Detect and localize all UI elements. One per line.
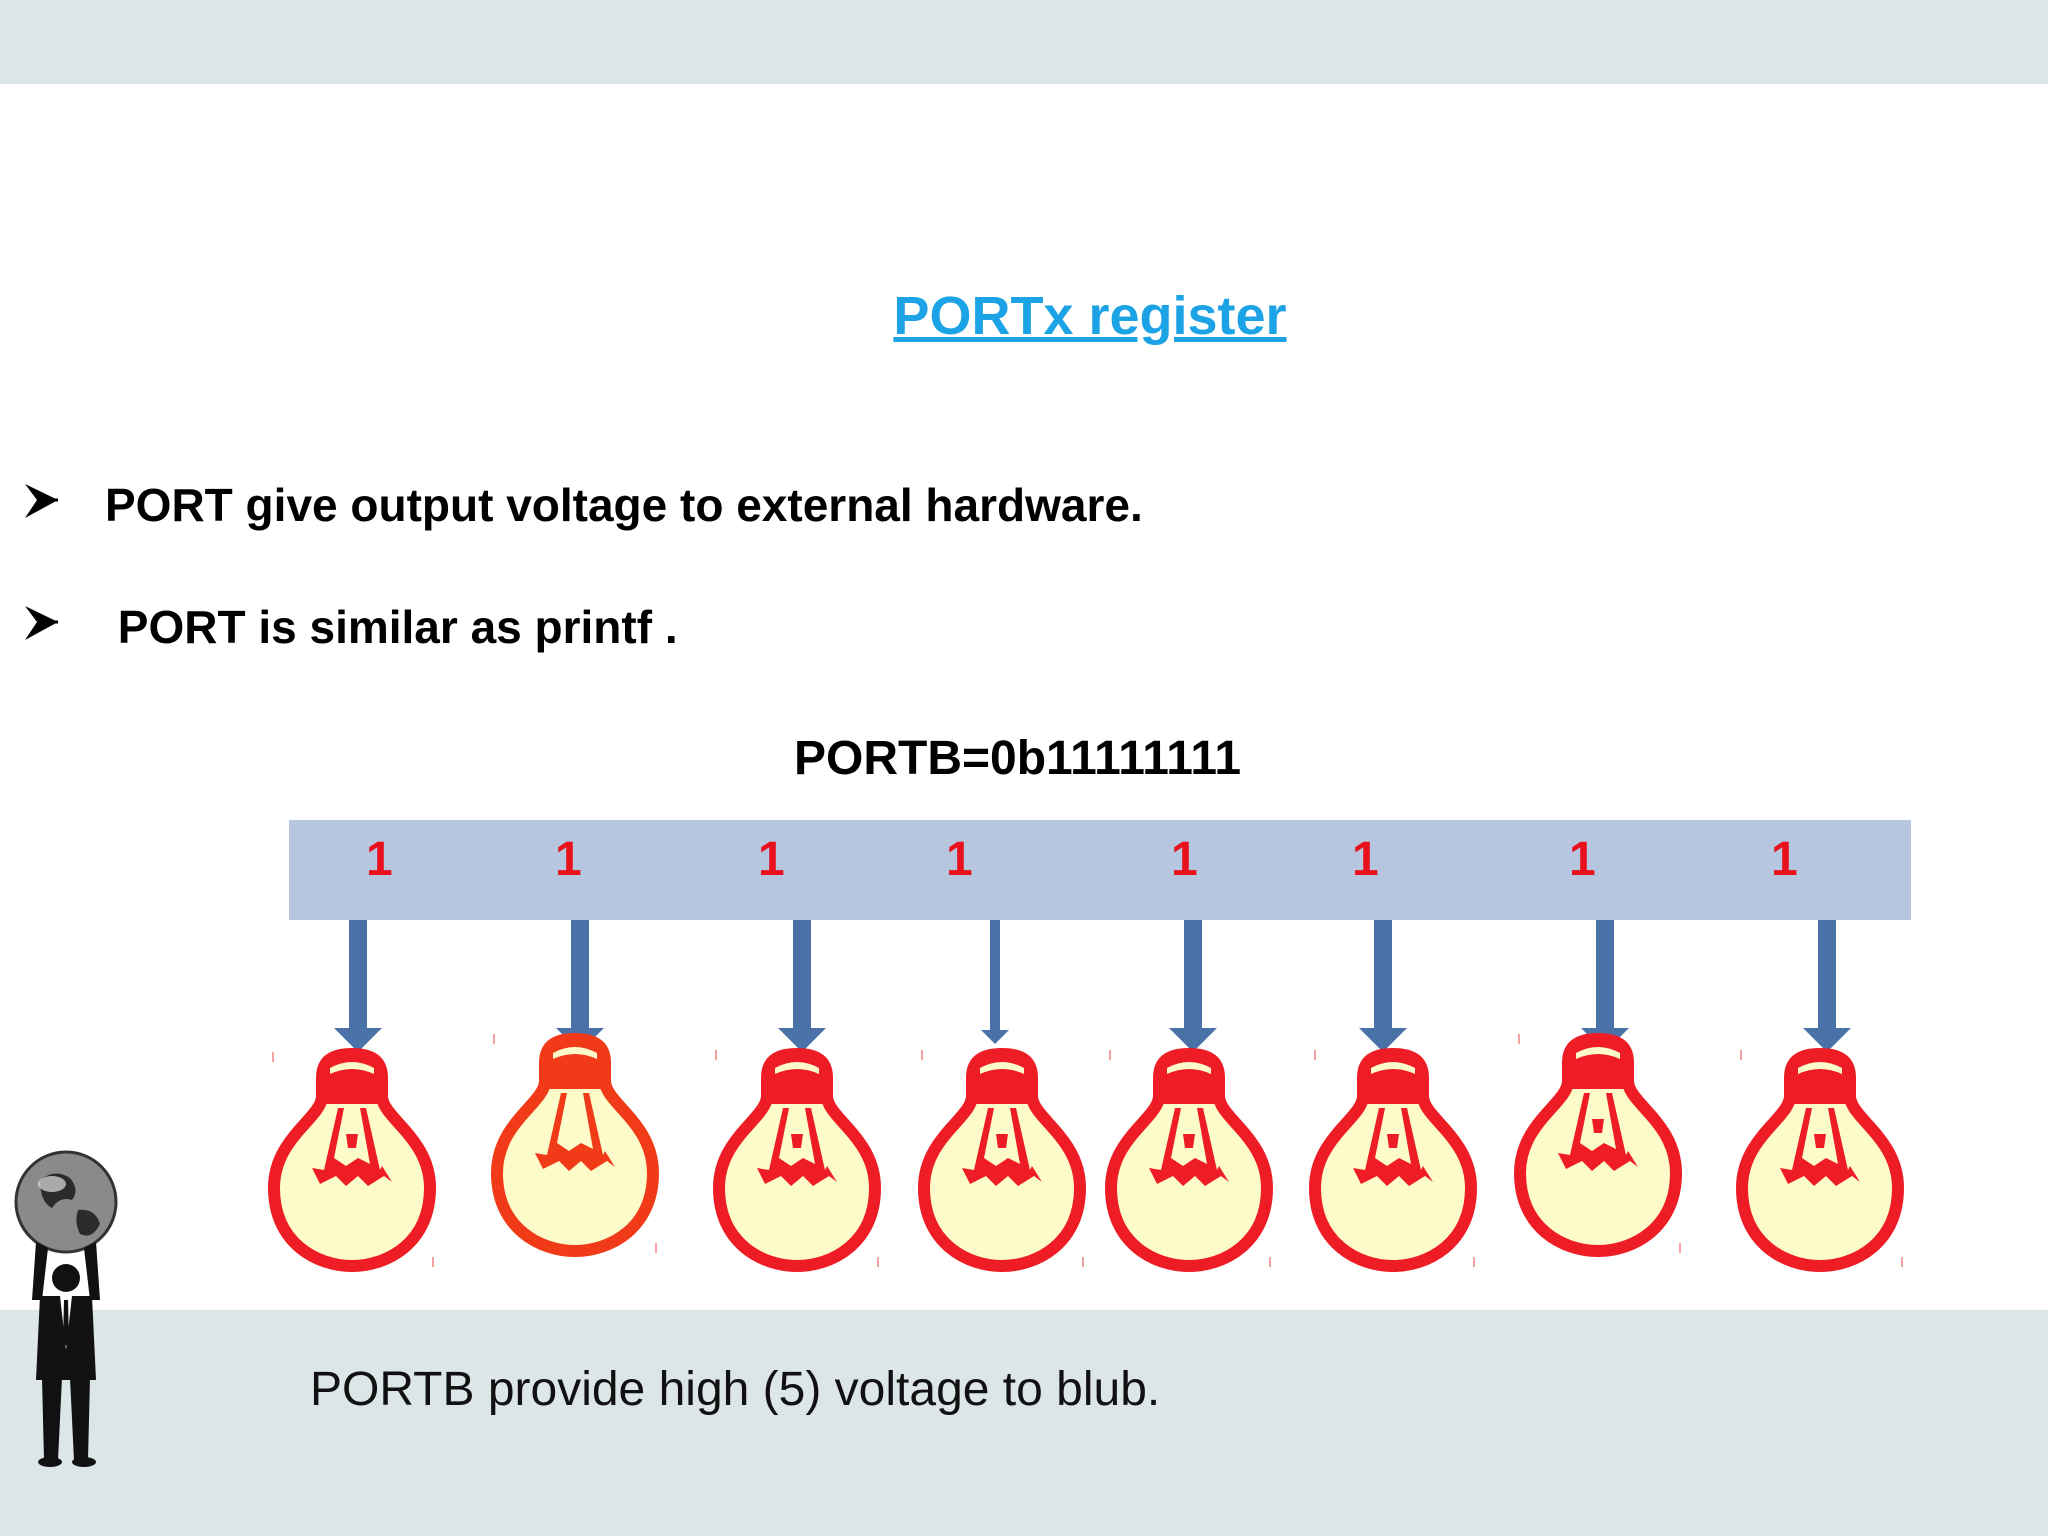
bit-1: 1: [1569, 833, 1596, 886]
bulb-icon: [924, 1048, 1080, 1266]
bit-5: 1: [758, 833, 785, 886]
slide-caption: PORTB provide high (5) voltage to blub.: [310, 1363, 1161, 1416]
bit-0: 1: [1771, 833, 1798, 886]
register-bar: [289, 820, 1911, 920]
bullet-2-text: PORT is similar as printf .: [105, 601, 678, 653]
portb-code: PORTB=0b11111111: [794, 732, 1242, 785]
bulb-icon: [1111, 1048, 1267, 1266]
bit-3: 1: [1171, 833, 1198, 886]
bulb-icon: [274, 1048, 430, 1266]
down-arrow-icon: [334, 920, 382, 1052]
down-arrow-icon: [1359, 920, 1407, 1052]
bit-2: 1: [1352, 833, 1379, 886]
bit-6: 1: [555, 833, 582, 886]
person-holding-globe-icon: [14, 1150, 118, 1467]
bulb-icon: [1520, 1033, 1676, 1251]
top-band: [0, 0, 2048, 84]
bit-4: 1: [946, 833, 973, 886]
bullet-arrow-icon: [25, 484, 58, 518]
bottom-band: [0, 1310, 2048, 1536]
slide-title: PORTx register: [893, 286, 1287, 346]
bulb-icon: [719, 1048, 875, 1266]
down-arrow-icon: [778, 920, 826, 1052]
bulb-diagram: [0, 920, 2048, 1310]
down-arrow-icon: [1169, 920, 1217, 1052]
bullet-1-text: PORT give output voltage to external har…: [105, 479, 1143, 531]
bit-7: 1: [366, 833, 393, 886]
down-arrow-icon: [1581, 920, 1629, 1052]
bulb-icon: [497, 1033, 653, 1251]
down-arrow-icon: [1803, 920, 1851, 1052]
bulb-icon: [1315, 1048, 1471, 1266]
down-arrow-icon: [556, 920, 604, 1052]
bullet-arrow-icon: [25, 606, 58, 640]
down-arrow-icon: [981, 920, 1009, 1044]
bulb-icon: [1742, 1048, 1898, 1266]
